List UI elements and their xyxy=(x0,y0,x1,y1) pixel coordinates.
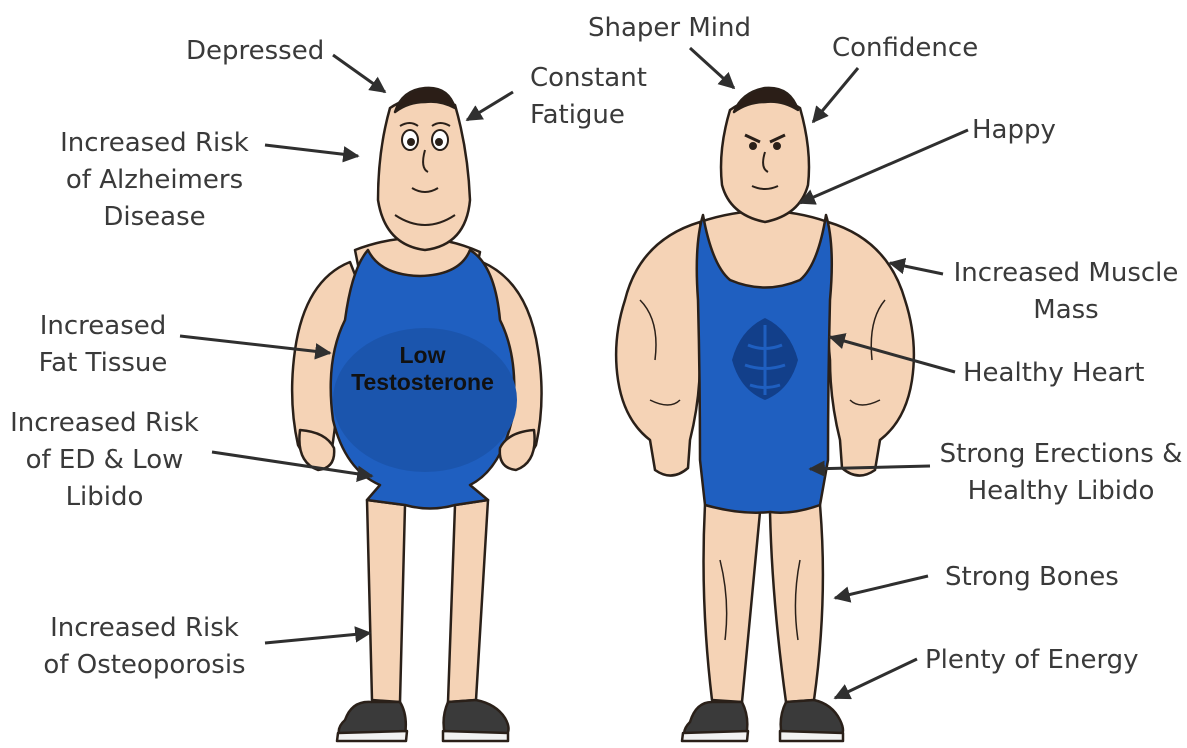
right-figure-soles xyxy=(682,731,843,741)
belly-label: Low Testosterone xyxy=(325,342,520,396)
label-healthy-heart: Healthy Heart xyxy=(963,355,1144,392)
left-figure-head xyxy=(378,97,470,250)
label-happy: Happy xyxy=(972,112,1056,149)
arrow-alzheimers xyxy=(265,145,358,156)
left-figure-soles xyxy=(337,731,508,741)
arrow-happy xyxy=(800,130,968,203)
arrow-strong-bones xyxy=(835,576,928,598)
arrow-constant-fatigue xyxy=(467,92,513,120)
arrow-osteoporosis xyxy=(265,633,370,643)
label-osteoporosis: Increased Risk of Osteoporosis xyxy=(32,610,257,684)
belly-label-line-2: Testosterone xyxy=(325,369,520,396)
healthy-figure xyxy=(616,88,914,741)
label-fat-tissue: Increased Fat Tissue xyxy=(28,308,178,382)
label-muscle-mass: Increased Muscle Mass xyxy=(946,255,1186,329)
left-figure-legs xyxy=(367,500,488,702)
arrow-muscle-mass xyxy=(890,263,943,274)
right-figure-head xyxy=(721,97,809,222)
low-testosterone-figure xyxy=(292,88,541,741)
label-constant-fatigue: Constant Fatigue xyxy=(530,60,647,134)
label-plenty-energy: Plenty of Energy xyxy=(925,642,1139,679)
arrow-depressed xyxy=(333,55,385,92)
arrow-plenty-energy xyxy=(835,659,917,698)
label-alzheimers: Increased Risk of Alzheimers Disease xyxy=(52,125,257,236)
label-shaper-mind: Shaper Mind xyxy=(588,10,751,47)
arrow-confidence xyxy=(813,68,858,122)
belly-label-line-1: Low xyxy=(325,342,520,369)
label-depressed: Depressed xyxy=(186,33,324,70)
label-erections-libido: Strong Erections & Healthy Libido xyxy=(936,436,1186,510)
arrow-shaper-mind xyxy=(690,48,734,88)
label-ed-libido: Increased Risk of ED & Low Libido xyxy=(2,405,207,516)
label-strong-bones: Strong Bones xyxy=(945,559,1119,596)
right-figure-legs xyxy=(704,505,823,702)
label-confidence: Confidence xyxy=(832,30,978,67)
